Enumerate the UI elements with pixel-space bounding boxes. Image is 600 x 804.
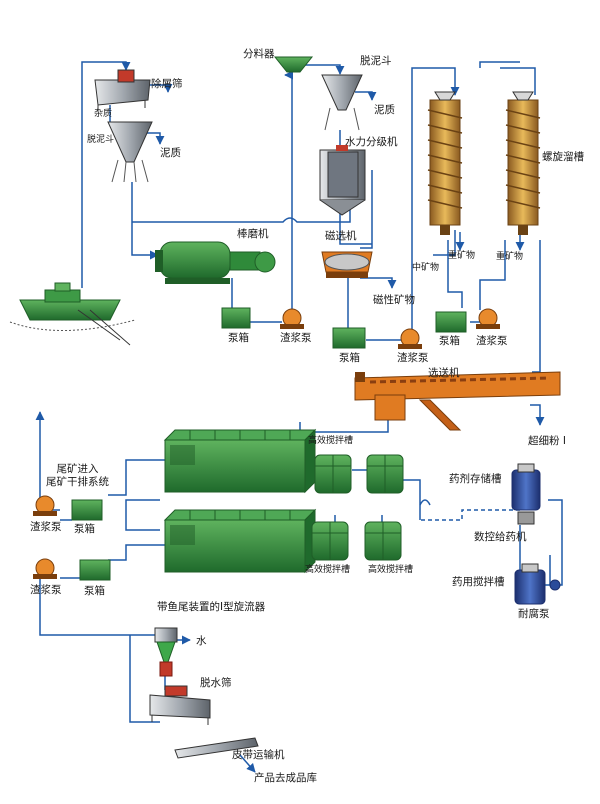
slurry-pump-5 xyxy=(33,558,57,579)
label-corrosion-pump: 耐腐泵 xyxy=(518,608,550,620)
agitator-top-right xyxy=(366,454,404,494)
label-product-warehouse: 产品去成品库 xyxy=(254,772,317,784)
label-reagent-storage: 药剂存储槽 xyxy=(449,473,502,485)
slurry-pump-1 xyxy=(280,308,304,329)
rod-mill xyxy=(155,241,276,284)
pump-box-3 xyxy=(435,311,467,333)
label-reagent-feeder: 数控给药机 xyxy=(474,531,527,543)
trash-screen xyxy=(94,69,151,112)
dewatering-screen xyxy=(149,685,211,725)
label-slurry-pump-2: 渣浆泵 xyxy=(397,352,429,364)
label-heavy-mineral-a: 重矿物 xyxy=(448,251,476,261)
label-magnetic-separator: 磁选机 xyxy=(325,230,357,242)
pipe-network xyxy=(35,61,563,773)
label-heavy-mineral-b: 重矿物 xyxy=(496,252,524,262)
belt-conveyor xyxy=(174,737,259,759)
reagent-agitator-tank xyxy=(514,563,546,605)
corrosion-pump xyxy=(549,579,561,591)
label-tailings-system: 尾矿进入 尾矿干排系统 xyxy=(46,463,109,489)
label-hydrocyclone: 带鱼尾装置的I型旋流器 xyxy=(157,601,266,613)
label-slurry-pump-3: 渣浆泵 xyxy=(476,335,508,347)
label-top-deslime-hopper: 脱泥斗 xyxy=(360,55,392,67)
distributor xyxy=(273,56,314,73)
label-pump-box-3: 泵箱 xyxy=(439,335,460,347)
magnetic-separator xyxy=(321,251,373,278)
label-slime-right: 泥质 xyxy=(374,104,395,116)
pump-box-1 xyxy=(221,307,251,329)
pump-box-5 xyxy=(79,559,111,581)
flotation-bank-lower xyxy=(163,508,317,574)
reagent-storage-tank xyxy=(511,463,541,511)
screw-classifier xyxy=(354,371,561,431)
label-slurry-pump-5: 渣浆泵 xyxy=(30,584,62,596)
label-screw-classifier: 选送机 xyxy=(428,367,460,379)
label-magnetic-minerals: 磁性矿物 xyxy=(373,294,415,306)
label-pump-box-2: 泵箱 xyxy=(339,352,360,364)
pump-box-2 xyxy=(332,327,366,349)
label-trash-screen: 除屑筛 xyxy=(151,78,183,90)
label-rod-mill: 棒磨机 xyxy=(237,228,269,240)
label-slurry-pump-1: 渣浆泵 xyxy=(280,332,312,344)
label-belt-conveyor: 皮带运输机 xyxy=(232,749,285,761)
spiral-chute-left xyxy=(427,91,463,235)
label-distributor: 分料器 xyxy=(243,48,275,60)
top-deslime-hopper xyxy=(321,74,363,131)
label-slurry-pump-4: 渣浆泵 xyxy=(30,521,62,533)
label-water: 水 xyxy=(196,635,207,647)
label-agitator-top: 高效搅拌槽 xyxy=(308,436,354,446)
slurry-pump-4 xyxy=(33,495,57,516)
hydraulic-classifier xyxy=(319,145,366,216)
hydrocyclone xyxy=(154,627,178,677)
label-pump-box-5: 泵箱 xyxy=(84,585,105,597)
pump-box-4 xyxy=(71,499,103,521)
agitator-bottom-right xyxy=(364,521,402,561)
label-spiral-chute: 螺旋溜槽 xyxy=(542,151,584,163)
label-pump-box-4: 泵箱 xyxy=(74,523,95,535)
label-dewatering-screen: 脱水筛 xyxy=(200,677,232,689)
agitator-bottom-left xyxy=(311,521,349,561)
label-impurity: 杂质 xyxy=(94,109,113,119)
label-pump-box-1: 泵箱 xyxy=(228,332,249,344)
slurry-pump-3 xyxy=(476,308,500,329)
slurry-pump-2 xyxy=(398,328,422,349)
label-agitator-bottom-right: 高效搅拌槽 xyxy=(368,565,414,575)
left-deslime-hopper xyxy=(107,121,153,183)
label-superfine-powder: 超细粉 I xyxy=(528,435,566,447)
label-agitator-bottom-left: 高效搅拌槽 xyxy=(305,565,351,575)
flotation-bank-upper xyxy=(163,428,317,494)
dredger-boat xyxy=(9,282,136,346)
label-hydraulic-classifier: 水力分级机 xyxy=(345,136,398,148)
agitator-top-left xyxy=(314,454,352,494)
label-slime-left: 泥质 xyxy=(160,147,181,159)
label-reagent-agitator: 药用搅拌槽 xyxy=(452,576,505,588)
label-middlings: 中矿物 xyxy=(412,263,440,273)
label-left-deslime-hopper: 脱泥斗 xyxy=(87,135,115,145)
spiral-chute-right xyxy=(505,91,541,235)
reagent-feeder xyxy=(517,511,535,525)
